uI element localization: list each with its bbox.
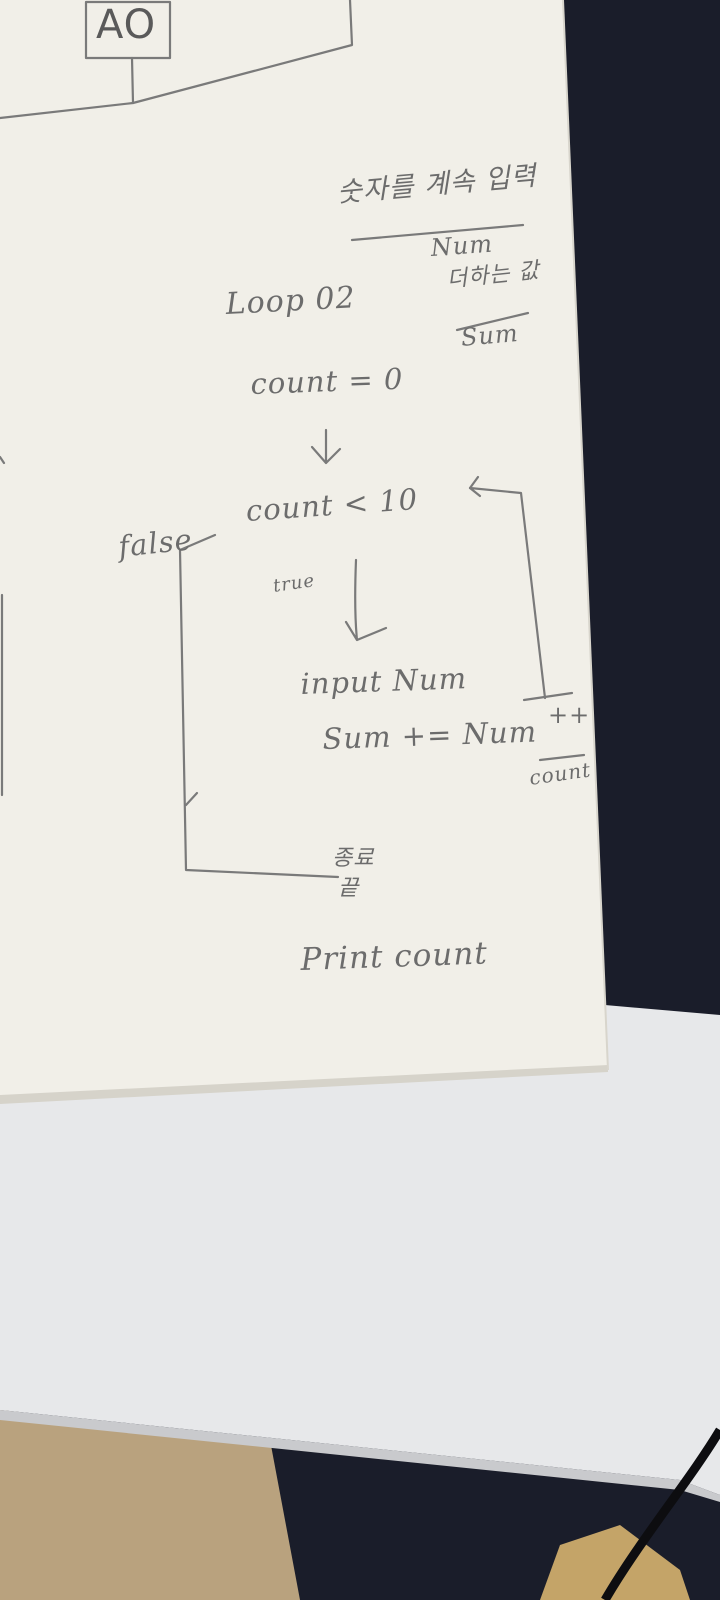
false-branch-label: false	[116, 522, 195, 564]
fabric-patch	[0, 1410, 300, 1600]
sum-underline	[455, 311, 530, 332]
var-num-label: Num	[429, 229, 494, 262]
paper-right-edge	[562, 0, 609, 1071]
sum-step: Sum += Num	[321, 714, 538, 756]
init-statement: count = 0	[249, 361, 404, 401]
pencil-strokes	[0, 0, 586, 879]
fabric-patch-right	[540, 1525, 690, 1600]
false-path-line	[178, 533, 340, 879]
box-stem	[130, 56, 135, 105]
heading-underline	[350, 223, 525, 242]
diagram-title: Loop 02	[224, 280, 357, 322]
increment-strike	[522, 691, 574, 702]
loop-back-line	[468, 486, 547, 700]
end-label-2: 끝	[338, 876, 360, 901]
true-arrow	[344, 558, 388, 642]
loop-back-arrowhead	[468, 475, 482, 498]
output-statement: Print count	[299, 935, 489, 978]
paper-sheet	[0, 0, 608, 1100]
desk-edge	[0, 1410, 720, 1502]
desk-surface	[0, 1005, 720, 1495]
down-arrow	[310, 428, 342, 465]
cable	[601, 1427, 720, 1600]
paper-edge	[0, 1065, 608, 1104]
box-label: AO	[96, 2, 157, 48]
var-sum-label: Sum	[459, 318, 520, 352]
false-path-tick	[184, 791, 199, 807]
stray-mark	[0, 455, 6, 465]
ao-box	[84, 0, 172, 60]
increment-operator: ++	[548, 701, 591, 729]
increment-underline	[538, 753, 586, 762]
input-step: input Num	[299, 661, 468, 701]
end-label: 종료	[332, 846, 375, 871]
top-connector-line	[0, 0, 354, 120]
